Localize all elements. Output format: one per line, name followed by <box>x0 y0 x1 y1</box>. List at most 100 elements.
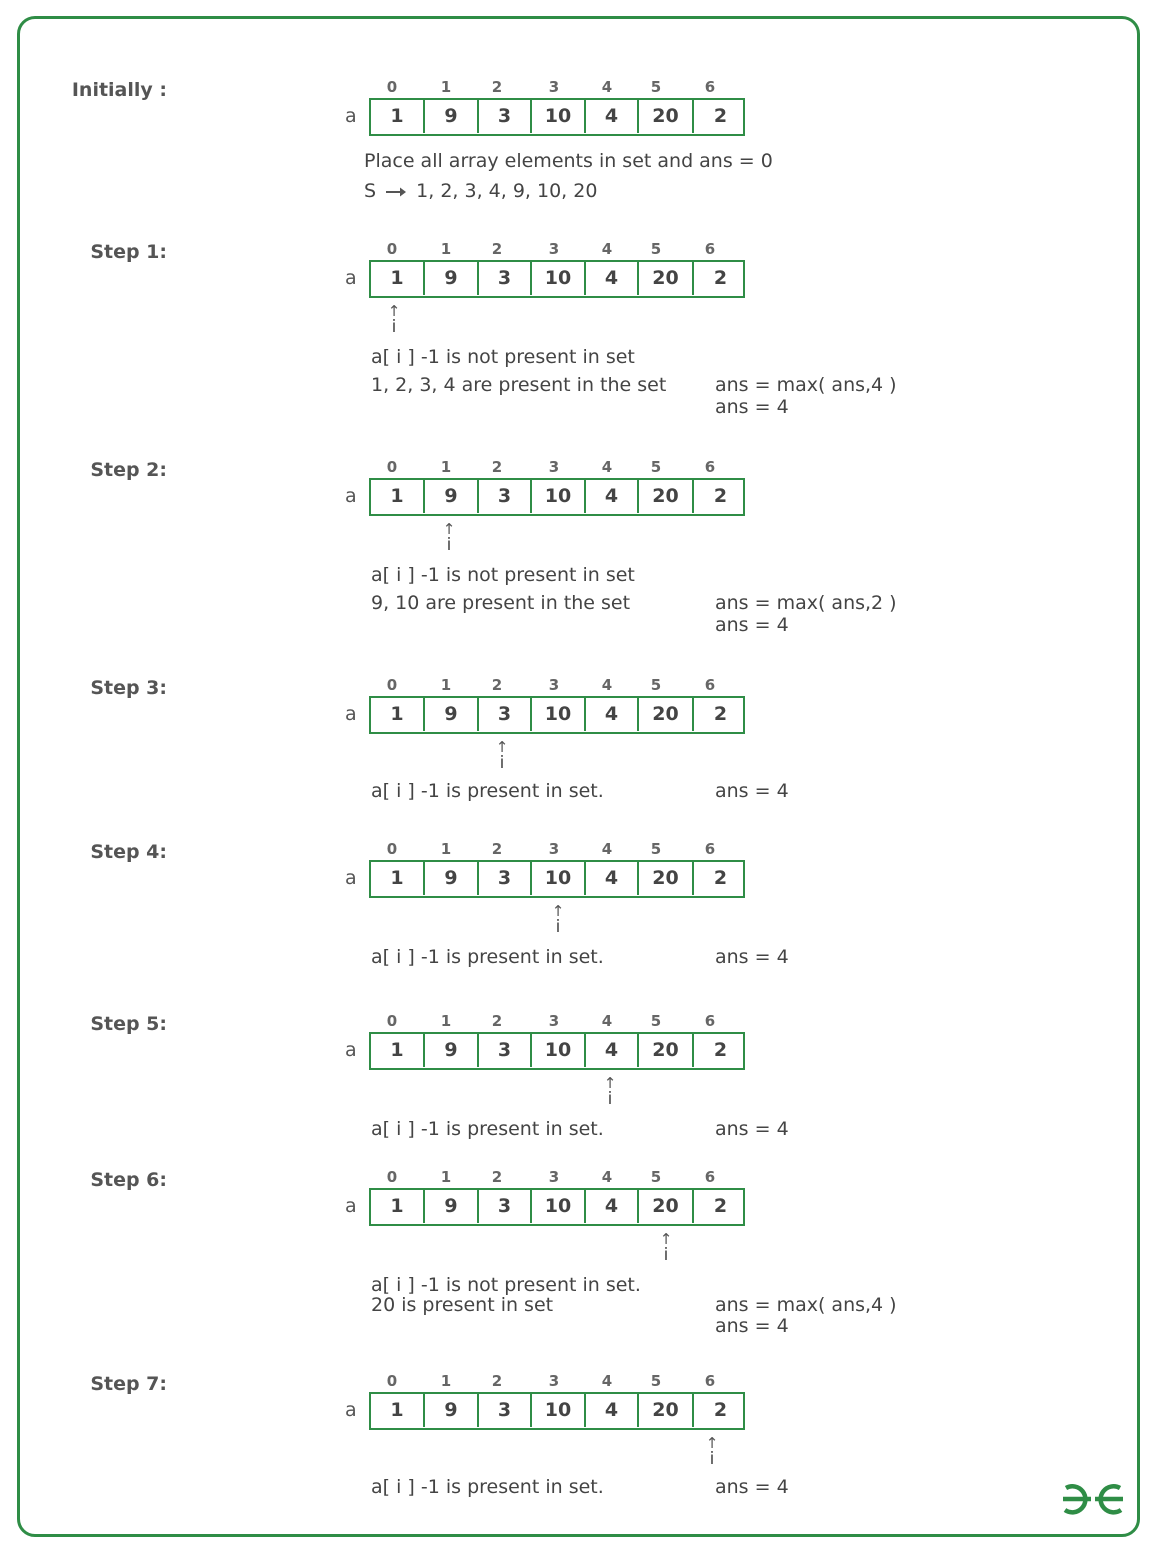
array-cell: 2 <box>713 485 728 507</box>
array-index: 5 <box>650 840 662 858</box>
array-index: 0 <box>386 676 398 694</box>
pointer-label: i <box>391 317 397 337</box>
step-explanation: a[ i ] -1 is present in set. <box>371 1118 604 1140</box>
step-explanation: a[ i ] -1 is present in set. <box>371 946 604 968</box>
step-label: Step 6: <box>90 1169 167 1191</box>
pointer-i: ↑i <box>658 1230 674 1265</box>
step-label: Step 2: <box>90 459 167 481</box>
array-index: 4 <box>601 1168 613 1186</box>
array-cell: 9 <box>425 1190 479 1223</box>
array-cell: 9 <box>425 100 479 133</box>
array-cell: 1 <box>371 1394 425 1427</box>
array-index: 1 <box>440 840 452 858</box>
array-cell: 1 <box>371 1034 425 1067</box>
array-index: 3 <box>548 1372 560 1390</box>
array-cell: 2 <box>713 267 728 289</box>
array-cell: 9 <box>425 480 479 513</box>
array-index: 2 <box>491 840 503 858</box>
array-cell: 10 <box>532 1394 586 1427</box>
right-arrow-icon <box>385 181 407 203</box>
array-cell: 4 <box>586 262 639 295</box>
array-index: 5 <box>650 1372 662 1390</box>
array-cell: 2 <box>713 703 728 725</box>
array-cell: 1 <box>371 862 425 895</box>
initial-line-2: S 1, 2, 3, 4, 9, 10, 20 <box>364 180 597 203</box>
array-index: 1 <box>440 1372 452 1390</box>
array-index: 1 <box>440 1012 452 1030</box>
array-name: a <box>345 105 357 127</box>
array-cell: 10 <box>532 100 586 133</box>
array-cell: 3 <box>479 480 532 513</box>
diagram-frame <box>17 16 1140 1537</box>
step-answer: ans = 4 <box>715 614 789 636</box>
array-cell: 4 <box>586 862 639 895</box>
up-arrow-icon: ↑ <box>551 902 565 920</box>
set-name: S <box>364 180 377 202</box>
array-name: a <box>345 1195 357 1217</box>
array-index: 0 <box>386 1012 398 1030</box>
pointer-i: ↑i <box>602 1074 618 1109</box>
array-cell: 3 <box>479 262 532 295</box>
array-cell: 3 <box>479 862 532 895</box>
pointer-i: ↑i <box>550 902 566 937</box>
array-cell: 4 <box>586 698 639 731</box>
array-index: 6 <box>704 240 716 258</box>
array-index: 6 <box>704 1012 716 1030</box>
array-index: 4 <box>601 78 613 96</box>
array-index: 3 <box>548 458 560 476</box>
array-cell: 2 <box>713 867 728 889</box>
array-name: a <box>345 1399 357 1421</box>
up-arrow-icon: ↑ <box>495 738 509 756</box>
array-index: 3 <box>548 1012 560 1030</box>
step-answer: ans = max( ans,2 ) <box>715 592 897 614</box>
array-cell: 4 <box>586 100 639 133</box>
pointer-label: i <box>499 753 505 773</box>
array-index: 4 <box>601 840 613 858</box>
array-index: 0 <box>386 1168 398 1186</box>
array-cell: 10 <box>532 262 586 295</box>
geeksforgeeks-logo <box>1060 1478 1126 1522</box>
array-index: 0 <box>386 1372 398 1390</box>
array-index: 0 <box>386 240 398 258</box>
array-cell: 3 <box>479 1034 532 1067</box>
up-arrow-icon: ↑ <box>603 1074 617 1092</box>
array-index: 6 <box>704 458 716 476</box>
array-cell: 3 <box>479 1190 532 1223</box>
array-name: a <box>345 485 357 507</box>
step-explanation: 9, 10 are present in the set <box>371 592 631 614</box>
array-cell: 4 <box>586 480 639 513</box>
step-explanation: 20 is present in set <box>371 1294 554 1316</box>
array-index: 0 <box>386 840 398 858</box>
array-cell: 4 <box>586 1034 639 1067</box>
pointer-label: i <box>607 1089 613 1109</box>
array-cell: 4 <box>586 1190 639 1223</box>
pointer-label: i <box>709 1449 715 1469</box>
array-cell: 10 <box>532 1190 586 1223</box>
array-index: 4 <box>601 1012 613 1030</box>
array-cell: 2 <box>713 1195 728 1217</box>
array-index: 2 <box>491 458 503 476</box>
array-index: 5 <box>650 1168 662 1186</box>
array-index: 0 <box>386 458 398 476</box>
array-cell: 9 <box>425 862 479 895</box>
step-explanation: a[ i ] -1 is present in set. <box>371 1476 604 1498</box>
array-cell: 20 <box>639 1034 694 1067</box>
array-name: a <box>345 703 357 725</box>
up-arrow-icon: ↑ <box>659 1230 673 1248</box>
initial-line-1: Place all array elements in set and ans … <box>364 150 773 172</box>
array-cell: 10 <box>532 1034 586 1067</box>
step-answer: ans = 4 <box>715 396 789 418</box>
array-index: 3 <box>548 840 560 858</box>
array-index: 6 <box>704 1372 716 1390</box>
array-cell: 20 <box>639 1394 694 1427</box>
array-cell: 20 <box>639 698 694 731</box>
